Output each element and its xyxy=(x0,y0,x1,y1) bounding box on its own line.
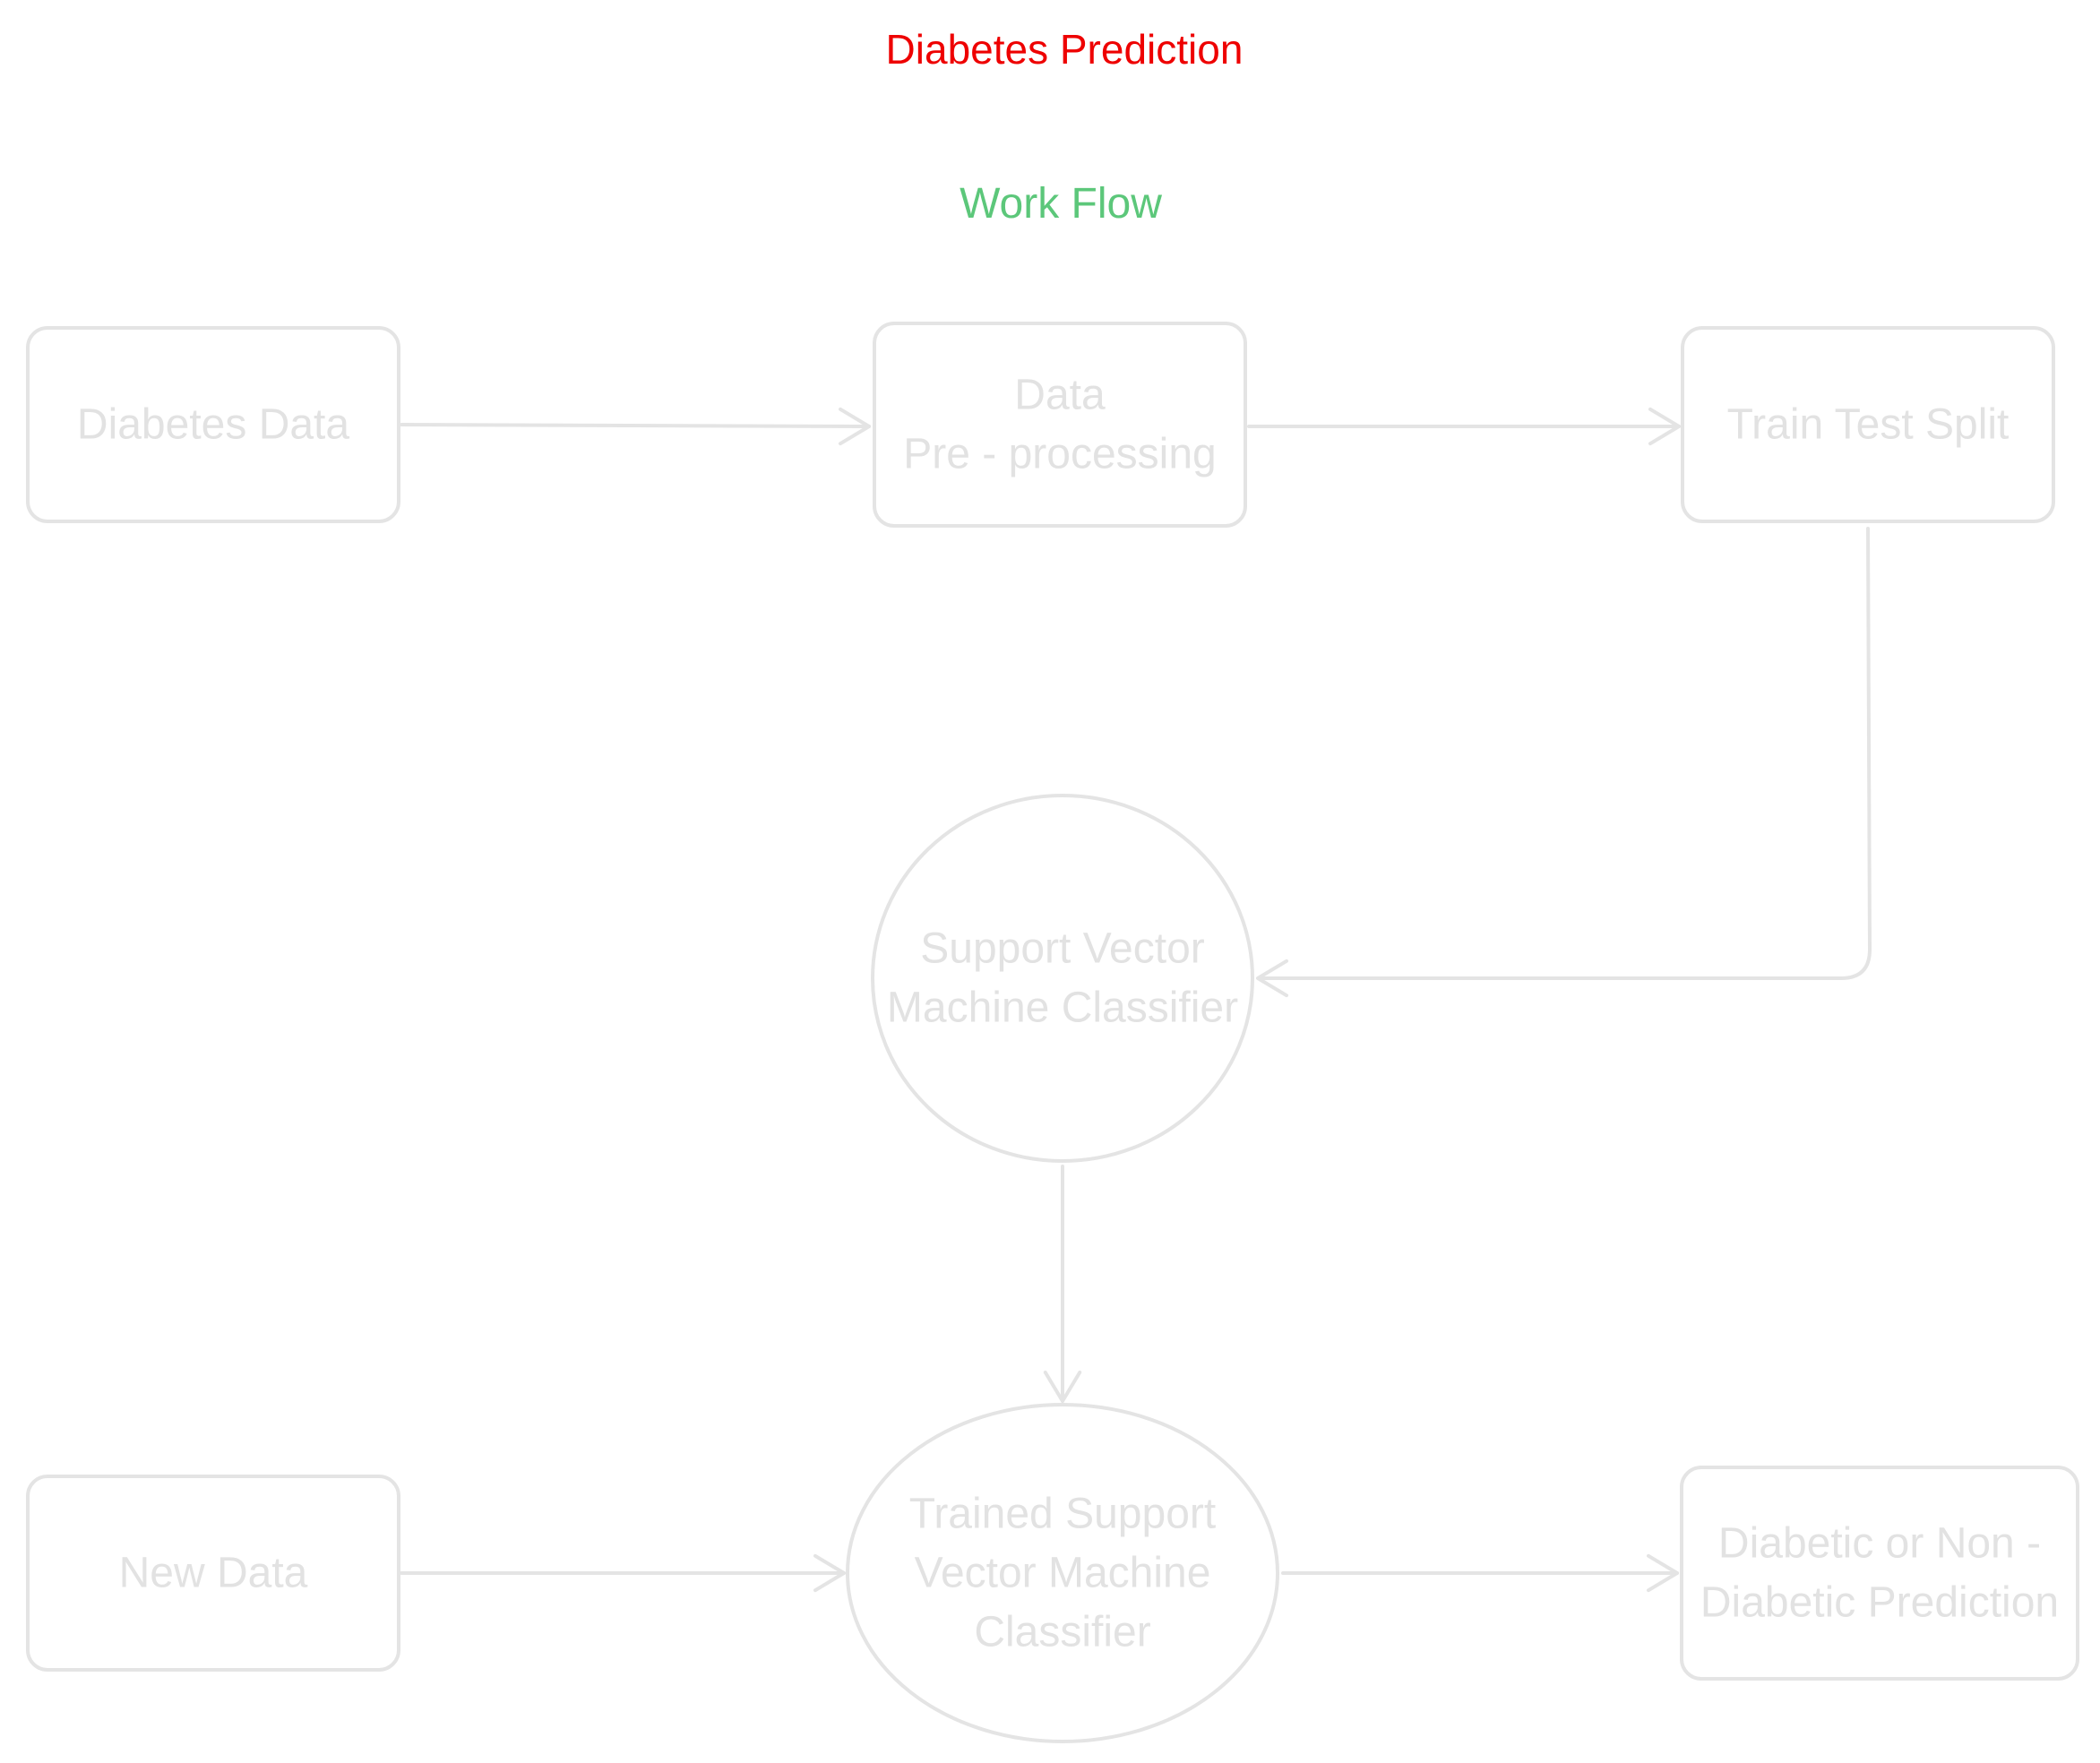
node-label: Vector Machine xyxy=(915,1550,1211,1597)
arrow-head xyxy=(1647,1553,1679,1593)
node-label: Diabetic Prediction xyxy=(1700,1579,2059,1627)
node-label: Data xyxy=(1014,372,1106,419)
node-box xyxy=(873,322,1247,528)
node-label: Pre - processing xyxy=(903,431,1216,478)
node-prediction: Diabetic or Non - Diabetic Prediction xyxy=(1680,1466,2079,1681)
edge-svm-classifier-to-trained-svm xyxy=(1043,1165,1082,1403)
arrow-head xyxy=(813,1553,846,1593)
node-ellipse xyxy=(846,1403,1279,1743)
node-label: New Data xyxy=(119,1550,308,1597)
edge-train-test-split-to-svm-classifier xyxy=(1256,527,1872,998)
node-label: Classifier xyxy=(974,1609,1150,1656)
arrow-head xyxy=(1256,959,1288,998)
diagram-subtitle: Work Flow xyxy=(960,180,1162,228)
node-new-data: New Data xyxy=(26,1475,400,1672)
edge-trained-svm-to-prediction xyxy=(1281,1553,1679,1593)
arrow-head xyxy=(1043,1371,1082,1403)
node-label: Machine Classifier xyxy=(887,985,1238,1032)
arrow-head xyxy=(839,407,871,446)
node-label: Diabetes Data xyxy=(77,401,349,449)
edge-new-data-to-trained-svm xyxy=(400,1553,846,1593)
node-box xyxy=(1681,326,2055,523)
edge-diabetes-data-to-pre-processing xyxy=(400,407,871,446)
node-label: Trained Support xyxy=(909,1491,1216,1538)
edges-layer xyxy=(400,407,1872,1593)
node-label: Diabetic or Non - xyxy=(1718,1520,2041,1568)
node-train-test-split: Train Test Split xyxy=(1681,326,2055,523)
arrow-head xyxy=(1648,407,1681,446)
node-label: Support Vector xyxy=(920,925,1205,973)
edge-line xyxy=(1257,527,1872,980)
node-label: Train Test Split xyxy=(1727,401,2010,449)
edge-pre-processing-to-train-test-split xyxy=(1247,407,1681,446)
node-box xyxy=(1680,1466,2079,1681)
diagram-title: Diabetes Prediction xyxy=(885,26,1244,73)
node-diabetes-data: Diabetes Data xyxy=(26,326,400,523)
node-box xyxy=(26,1475,400,1672)
edge-line xyxy=(400,423,871,428)
node-box xyxy=(26,326,400,523)
node-ellipse xyxy=(871,794,1254,1163)
